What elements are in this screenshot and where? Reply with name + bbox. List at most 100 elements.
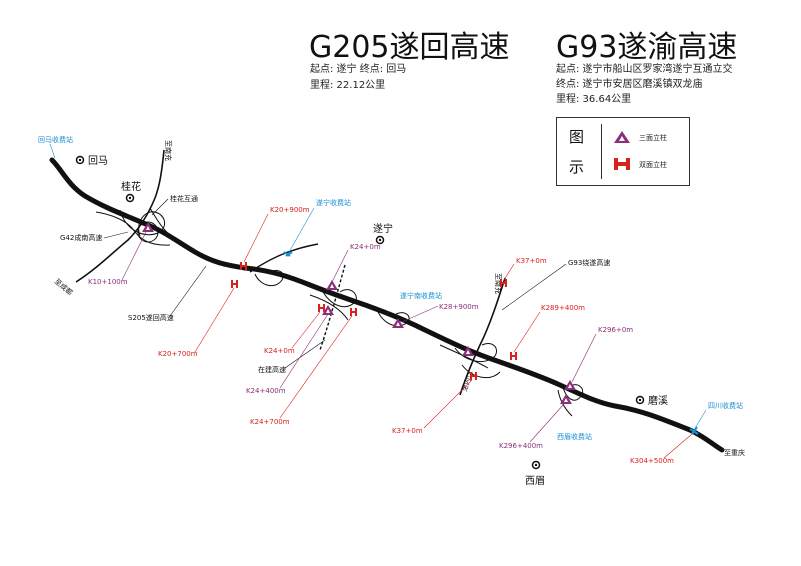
leader-g42 <box>103 231 129 239</box>
road-label-s205: S205遂回高速 <box>128 313 174 322</box>
legend-title-top: 图 <box>569 128 585 146</box>
town-marker-suining: 遂宁 <box>373 222 393 245</box>
stake-k24-0-left: K24+0m <box>264 347 295 355</box>
leader-guihua-interchange <box>151 198 169 216</box>
leader-k20-700 <box>194 287 235 353</box>
town-marker-moxi: 磨溪 <box>635 395 668 407</box>
leader-s205 <box>169 265 207 317</box>
toll-leader-huima <box>49 143 56 159</box>
town-label-moxi: 磨溪 <box>648 395 668 407</box>
legend-label-double: 双面立柱 <box>639 161 667 169</box>
suining-interchange-ramp <box>321 289 357 308</box>
guihua-interchange-ramp <box>149 207 186 247</box>
leader-k37-0-top <box>503 263 515 281</box>
stake-k37-0-bottom: K37+0m <box>392 427 423 435</box>
double-pillar-icon <box>614 158 630 170</box>
stake-k24-700: K24+700m <box>250 418 290 426</box>
leader-k24-0-left <box>291 311 321 349</box>
stake-k289-400: K289+400m <box>541 304 585 312</box>
suining-toll-ramp <box>254 269 284 287</box>
triangle-pillar-icon <box>142 222 154 232</box>
toll-label-ximei: 西眉收费站 <box>557 432 592 441</box>
suining-south-ramp <box>377 311 410 327</box>
double-pillar-icon <box>470 372 477 380</box>
triangle-pillar-icon <box>614 131 630 143</box>
double-pillar-icon <box>318 304 325 312</box>
triangle-pillar-icon <box>326 280 338 290</box>
toll-label-sichuan: 四川收费站 <box>708 401 743 410</box>
toll-label-suining-south: 遂宁南收费站 <box>400 291 442 300</box>
leader-k296-400 <box>529 403 565 443</box>
stake-k37-0-top: K37+0m <box>516 257 547 265</box>
toll-label-suining: 遂宁收费站 <box>316 198 351 207</box>
stake-k10-100: K10+100m <box>88 278 128 286</box>
double-pillar-icon <box>510 352 517 360</box>
town-label-ximei: 西眉 <box>525 475 545 487</box>
road-label-to-nanchong-1: 至南充 <box>164 140 173 161</box>
triangle-pillar-icon <box>392 318 404 328</box>
triangle-pillar-icon <box>462 346 474 356</box>
double-pillar-icon <box>350 308 357 316</box>
double-pillar-icon <box>500 279 507 287</box>
road-label-g93-connector: G93绕遂高速 <box>568 258 610 267</box>
leader-k304-500 <box>663 433 693 459</box>
guihua-interchange-ramp <box>95 211 171 246</box>
leader-under-construction <box>284 339 326 369</box>
g205-length: 里程: 22.12公里 <box>310 80 386 91</box>
leader-k24-700 <box>279 315 353 419</box>
toll-leader-suining <box>287 207 315 255</box>
g205-start-end: 起点: 遂宁 终点: 回马 <box>310 64 407 75</box>
leader-k37-0-bottom <box>423 379 473 429</box>
leader-k24-0-top <box>331 249 349 283</box>
road-label-under-construction: 在建高速 <box>258 365 286 374</box>
double-pillar-icon <box>240 262 247 270</box>
town-label-huima: 回马 <box>88 155 108 167</box>
g93-connector-road <box>459 277 506 396</box>
leader-g93-connector <box>501 263 567 311</box>
suining-toll-road <box>249 243 319 273</box>
toll-leader-sichuan <box>693 409 707 431</box>
toll-marker-suining <box>283 251 293 257</box>
g42-highway <box>75 149 165 283</box>
ximei-interchange-ramp <box>561 383 584 401</box>
town-label-suining: 遂宁 <box>373 222 393 235</box>
road-label-to-nanchong-2: 至南充 <box>494 273 503 294</box>
stake-k24-0-top: K24+0m <box>350 243 381 251</box>
legend: 图 示 三面立柱 双面立柱 <box>556 117 690 186</box>
guihua-interchange-ramp <box>119 209 166 237</box>
leader-k289-400 <box>513 311 541 353</box>
stake-k304-500: K304+500m <box>630 457 674 465</box>
g93-length: 里程: 36.64公里 <box>556 94 632 105</box>
triangle-pillar-icon <box>560 394 572 404</box>
leader-k20-900 <box>243 213 269 263</box>
g93-start: 起点: 遂宁市船山区罗家湾遂宁互通立交 <box>556 64 733 75</box>
g93-interchange-ramp <box>461 364 501 379</box>
stake-k20-700: K20+700m <box>158 350 198 358</box>
g205-title: G205遂回高速 <box>309 30 510 65</box>
toll-marker-sichuan <box>689 426 699 435</box>
leader-k296-0 <box>571 333 597 383</box>
stake-k20-900: K20+900m <box>270 206 310 214</box>
triangle-pillar-icon <box>564 380 576 390</box>
leader-k24-400 <box>279 313 329 389</box>
double-pillar-icon <box>231 280 238 288</box>
g93-interchange-ramp <box>454 342 497 363</box>
legend-title-bottom: 示 <box>569 158 585 176</box>
stake-k296-400: K296+400m <box>499 442 543 450</box>
town-label-guihua: 桂花 <box>121 180 141 193</box>
town-marker-ximei: 西眉 <box>525 460 545 487</box>
leader-k10-100 <box>121 231 147 281</box>
road-label-to-chengdu: 至成都 <box>53 277 75 297</box>
road-label-g42: G42成南高速 <box>60 233 102 242</box>
road-label-to-neijiang: 至内江 <box>459 370 475 393</box>
toll-label-huima: 回马收费站 <box>38 135 73 144</box>
legend-divider <box>601 124 602 179</box>
stake-k28-900: K28+900m <box>439 303 479 311</box>
stake-k296-0: K296+0m <box>598 326 633 334</box>
town-marker-guihua: 桂花 <box>121 180 141 203</box>
town-marker-huima: 回马 <box>75 155 108 167</box>
road-label-to-chongqing: 至重庆 <box>724 448 745 457</box>
leader-k28-900 <box>401 305 439 323</box>
g93-end: 终点: 遂宁市安居区磨溪镇双龙庙 <box>556 79 703 90</box>
